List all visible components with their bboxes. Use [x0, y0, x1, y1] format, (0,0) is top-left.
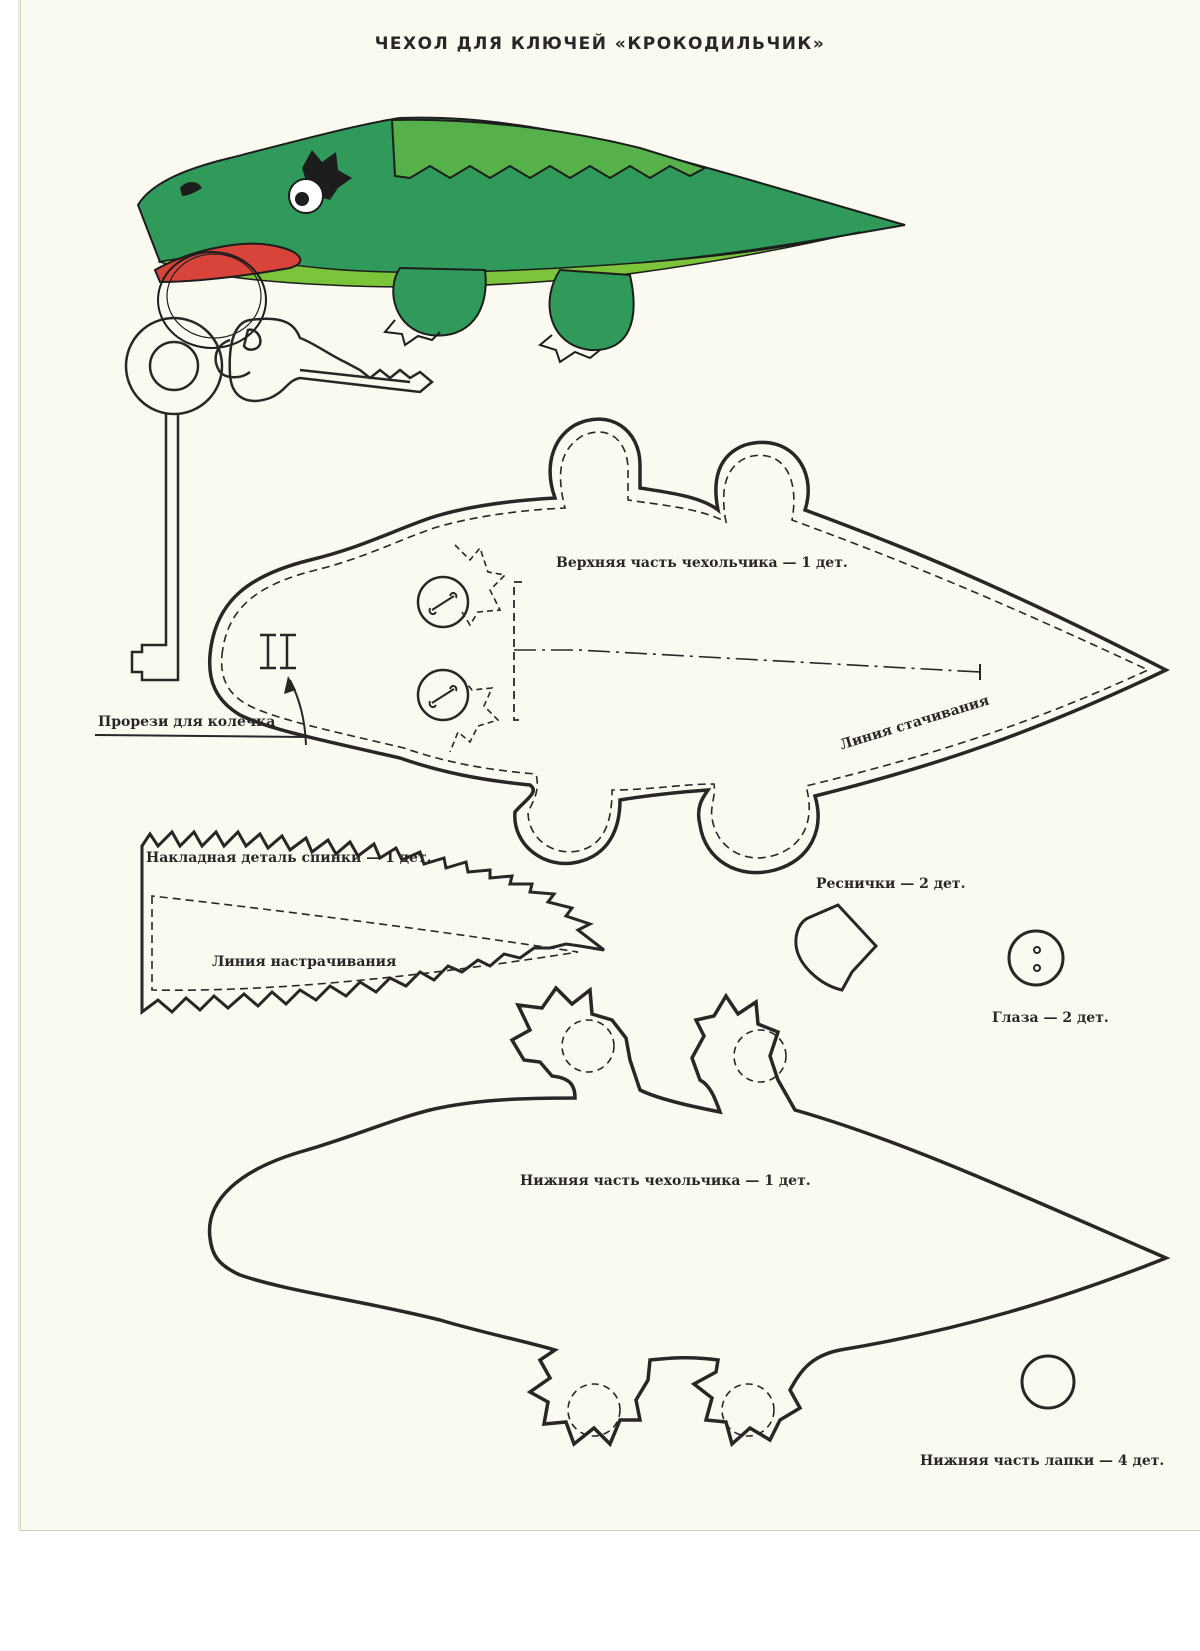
upper-part-outline	[207, 417, 1170, 875]
paw-seam-1	[561, 1019, 615, 1073]
old-key-bow	[124, 316, 224, 416]
lower-part-pattern	[207, 985, 1171, 1448]
page-title: ЧЕХОЛ ДЛЯ КЛЮЧЕЙ «КРОКОДИЛЬЧИК»	[374, 34, 826, 54]
paw-seam-3	[567, 1383, 621, 1437]
eye-piece-hole-1	[1033, 946, 1041, 954]
sheet-edge	[20, 1530, 1200, 1531]
eyelash-placement-top	[454, 544, 507, 627]
ring-slits	[260, 633, 296, 670]
overlay-placement-bracket	[513, 581, 522, 721]
center-line	[514, 649, 981, 673]
eyelashes-piece	[794, 903, 879, 992]
slits-label-underline	[94, 734, 309, 738]
paw-seam-4	[721, 1383, 775, 1437]
paw-seam-2	[733, 1029, 787, 1083]
stitch-line-label: Линия настрачивания	[212, 954, 397, 970]
keys-drawing	[124, 316, 434, 682]
slits-label: Прорези для колечка	[98, 714, 276, 730]
modern-key	[228, 317, 434, 403]
upper-part-pattern	[94, 417, 1170, 875]
crocodile-pupil	[295, 192, 309, 206]
crocodile-mouth	[153, 242, 302, 284]
key-ring	[157, 251, 267, 349]
back-overlay-outline	[140, 829, 605, 1015]
eye-button-bottom	[416, 668, 470, 722]
seam-line	[220, 431, 1150, 859]
eye-button-top	[416, 575, 470, 629]
nostril	[180, 182, 202, 196]
paw-bottom-label: Нижняя часть лапки — 4 дет.	[920, 1453, 1165, 1469]
crocodile-illustration	[136, 116, 906, 364]
stitch-line	[151, 895, 579, 991]
eye-piece-hole-2	[1033, 964, 1041, 972]
old-key-shank	[130, 414, 180, 682]
crocodile-back-leg	[548, 268, 635, 352]
crocodile-front-leg	[392, 266, 487, 337]
eyes-label: Глаза — 2 дет.	[992, 1010, 1109, 1026]
paw-bottom-piece	[1020, 1354, 1076, 1410]
upper-part-label: Верхняя часть чехольчика — 1 дет.	[556, 555, 848, 571]
eyelash-placement-bottom	[449, 677, 500, 753]
back-overlay-pattern	[140, 829, 605, 1015]
eyelashes-label: Реснички — 2 дет.	[816, 876, 966, 892]
lower-part-label: Нижняя часть чехольчика — 1 дет.	[520, 1173, 811, 1189]
crocodile-belly	[157, 231, 861, 288]
crocodile-back-overlay	[390, 118, 708, 180]
back-overlay-label: Накладная деталь спинки — 1 дет.	[146, 850, 432, 866]
lower-part-outline	[207, 985, 1171, 1448]
eye-piece	[1007, 929, 1065, 987]
